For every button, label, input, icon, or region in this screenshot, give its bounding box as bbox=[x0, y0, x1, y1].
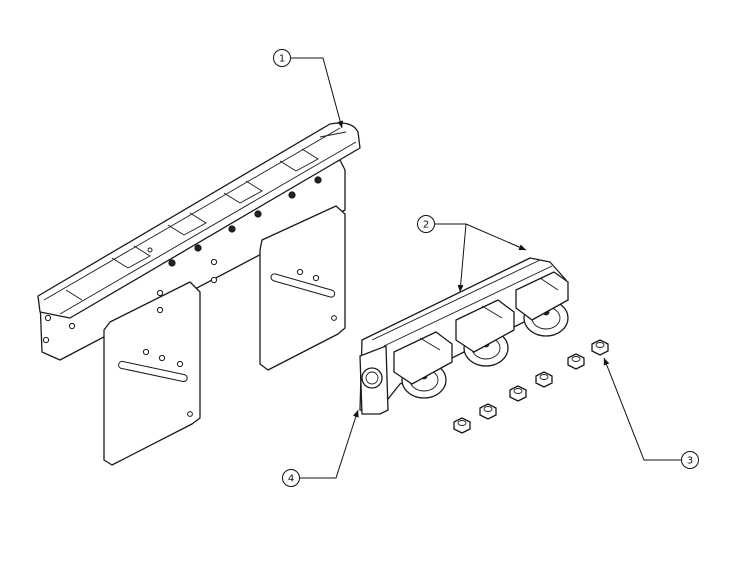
callout-2: 2 bbox=[417, 215, 527, 293]
roller-carriage-part bbox=[359, 257, 569, 415]
callout-1: 1 bbox=[273, 49, 344, 129]
web-studs bbox=[168, 176, 322, 267]
callout-4-label: 4 bbox=[288, 474, 294, 485]
callout-3-label: 3 bbox=[687, 456, 693, 467]
callout-4: 4 bbox=[282, 409, 359, 487]
callout-3: 3 bbox=[603, 357, 699, 469]
nuts-part bbox=[453, 339, 609, 434]
callout-2-label: 2 bbox=[423, 220, 429, 231]
callout-1-label: 1 bbox=[279, 54, 285, 65]
bracket-part bbox=[37, 122, 361, 466]
